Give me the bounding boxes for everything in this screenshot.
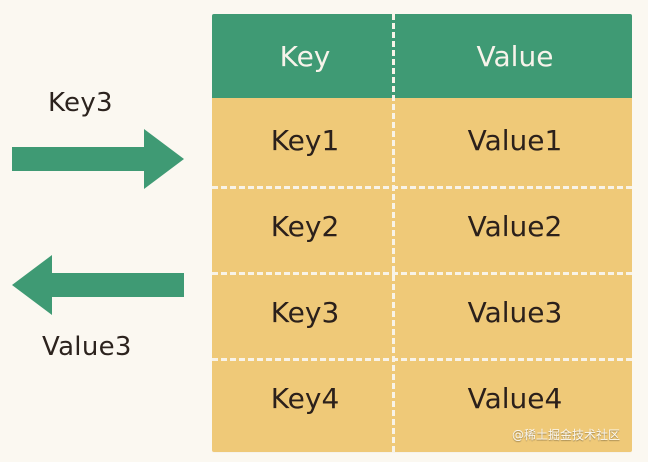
incoming-key-label: Key3 xyxy=(48,88,113,118)
key-header: Key xyxy=(279,40,331,73)
right-arrow-icon xyxy=(12,129,184,189)
table-row-4-value: Value4 xyxy=(467,382,563,415)
table-row-3-key: Key3 xyxy=(270,296,340,329)
table-row-3-value: Value3 xyxy=(467,296,563,329)
value-header: Value xyxy=(476,40,554,73)
table-row-1-key: Key1 xyxy=(270,124,340,157)
row-divider-2 xyxy=(212,272,632,275)
table-row-2-value: Value2 xyxy=(467,210,563,243)
row-divider-3 xyxy=(212,358,632,361)
key-value-table: Key Value Key1 Value1 Key2 Value2 Key3 V… xyxy=(212,14,632,452)
column-divider xyxy=(392,14,395,452)
table-row-2-key: Key2 xyxy=(270,210,340,243)
table-row-4-key: Key4 xyxy=(270,382,340,415)
table-header xyxy=(212,14,632,98)
watermark-text: @稀土掘金技术社区 xyxy=(511,428,620,442)
table-body xyxy=(212,98,632,452)
outgoing-value-label: Value3 xyxy=(42,332,132,362)
row-divider-1 xyxy=(212,186,632,189)
left-arrow-icon xyxy=(12,255,184,315)
table-row-1-value: Value1 xyxy=(467,124,563,157)
